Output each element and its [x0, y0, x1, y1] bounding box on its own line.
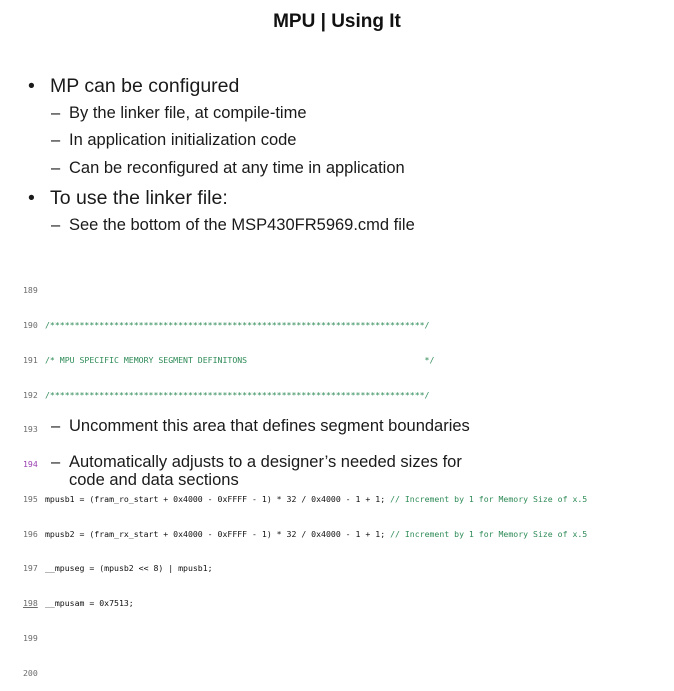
line-number: 195	[23, 493, 38, 504]
code-comment: /***************************************…	[45, 319, 430, 330]
sub-bullet-text: By the linker file, at compile-time	[69, 104, 307, 122]
code-text: __mpuseg = (mpusb2 << 8) | mpusb1;	[45, 563, 213, 574]
sub-bullet-init-code: –In application initialization code	[51, 131, 296, 150]
bullet-configured: • MP can be configured	[28, 75, 239, 98]
sub-bullet-text: Can be reconfigured at any time in appli…	[69, 159, 405, 177]
bullet-text: MP can be configured	[50, 75, 240, 97]
dash-symbol: –	[51, 417, 61, 435]
line-number: 197	[23, 563, 38, 574]
line-number: 194	[23, 459, 38, 470]
line-number: 189	[23, 285, 38, 296]
line-number: 200	[23, 667, 38, 678]
sub-bullet-text: In application initialization code	[69, 131, 297, 149]
sub-bullet-text: Uncomment this area that defines segment…	[69, 417, 470, 435]
line-number: 190	[23, 319, 38, 330]
dash-symbol: –	[51, 453, 61, 471]
sub-bullet-continuation: code and data sections	[69, 471, 239, 489]
code-line: 195 mpusb1 = (fram_ro_start + 0x4000 - 0x…	[23, 494, 663, 506]
line-number: 199	[23, 633, 38, 643]
code-line: 198 __mpusam = 0x7513;	[23, 598, 663, 610]
code-line: 189	[23, 285, 663, 297]
bullet-symbol: •	[28, 75, 35, 97]
line-number: 196	[23, 528, 38, 539]
code-comment: /***************************************…	[45, 389, 430, 400]
sub-bullet-uncomment: –Uncomment this area that defines segmen…	[51, 417, 470, 436]
code-line: 196 mpusb2 = (fram_rx_start + 0x4000 - 0x…	[23, 529, 663, 541]
sub-bullet-text: Automatically adjusts to a designer’s ne…	[69, 453, 462, 471]
code-line: 194	[23, 459, 663, 471]
line-number: 198	[23, 598, 38, 609]
bullet-use-linker: • To use the linker file:	[28, 187, 228, 210]
line-number: 191	[23, 354, 38, 365]
slide-title: MPU | Using It	[273, 11, 401, 32]
dash-symbol: –	[51, 131, 61, 149]
code-text: __mpusam = 0x7513;	[45, 598, 134, 609]
code-line: 197 __mpuseg = (mpusb2 << 8) | mpusb1;	[23, 563, 663, 575]
code-comment: // Increment by 1 for Memory Size of x.5	[390, 493, 588, 504]
code-text: mpusb1 = (fram_ro_start + 0x4000 - 0xFFF…	[45, 493, 391, 504]
code-line: 191 /* MPU SPECIFIC MEMORY SEGMENT DEFINI…	[23, 355, 663, 367]
sub-bullet-reconfigure: –Can be reconfigured at any time in appl…	[51, 159, 405, 178]
code-line: 190 /************************************…	[23, 320, 663, 332]
code-comment: // Increment by 1 for Memory Size of x.5	[390, 528, 588, 539]
code-line: 193	[23, 424, 663, 436]
code-text: mpusb2 = (fram_rx_start + 0x4000 - 0xFFF…	[45, 528, 391, 539]
dash-symbol: –	[51, 159, 61, 177]
sub-bullet-text-block: Automatically adjusts to a designer’s ne…	[69, 453, 462, 489]
code-comment: /* MPU SPECIFIC MEMORY SEGMENT DEFINITON…	[45, 354, 435, 365]
line-number: 193	[23, 424, 38, 435]
bullet-text: To use the linker file:	[50, 187, 228, 209]
bullet-symbol: •	[28, 187, 35, 209]
code-line: 192 /************************************…	[23, 390, 663, 402]
dash-symbol: –	[51, 104, 61, 122]
line-number: 192	[23, 389, 38, 400]
dash-symbol: –	[51, 216, 61, 234]
code-line: 199	[23, 633, 663, 645]
code-line: 200	[23, 668, 663, 680]
sub-bullet-auto-adjust: –Automatically adjusts to a designer’s n…	[51, 453, 462, 489]
sub-bullet-text: See the bottom of the MSP430FR5969.cmd f…	[69, 216, 415, 234]
sub-bullet-see-cmd-file: –See the bottom of the MSP430FR5969.cmd …	[51, 216, 415, 235]
sub-bullet-linker-file: –By the linker file, at compile-time	[51, 104, 307, 123]
